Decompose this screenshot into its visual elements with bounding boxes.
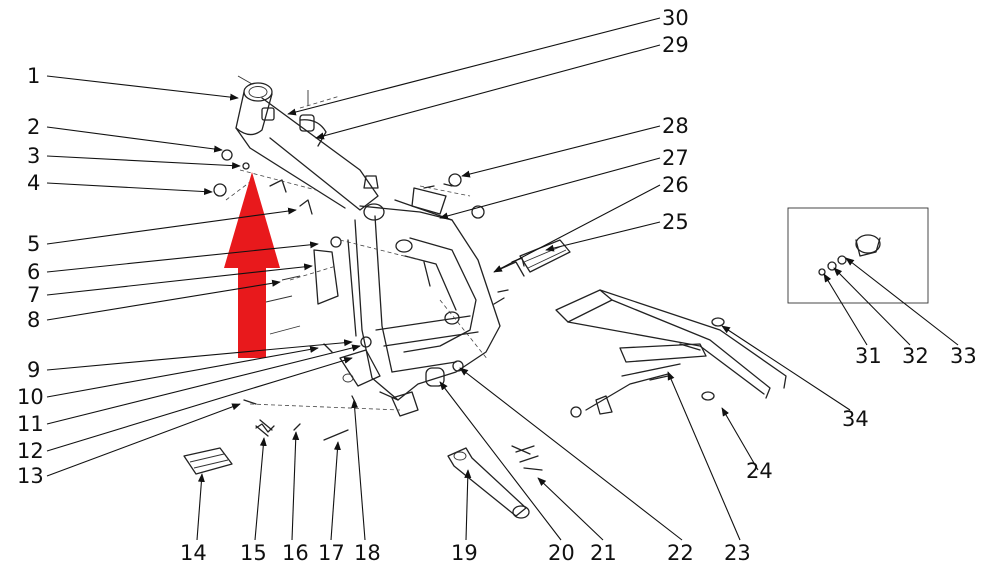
callout-26: 26 [662, 173, 689, 197]
callout-32: 32 [902, 344, 929, 368]
callout-3: 3 [27, 144, 40, 168]
right-footpeg [511, 239, 571, 273]
callout-numbers: 1 2 3 4 5 6 7 8 9 10 11 12 13 14 15 16 1… [17, 6, 977, 565]
main-frame [235, 82, 501, 417]
callout-13: 13 [17, 464, 44, 488]
callout-27: 27 [662, 146, 689, 170]
callout-12: 12 [17, 439, 44, 463]
callout-20: 20 [548, 541, 575, 565]
callout-14: 14 [180, 541, 207, 565]
callout-15: 15 [240, 541, 267, 565]
callout-33: 33 [950, 344, 977, 368]
left-footpeg [183, 447, 233, 475]
callout-16: 16 [282, 541, 309, 565]
callout-9: 9 [27, 358, 40, 382]
detail-box [787, 207, 929, 304]
callout-31: 31 [855, 344, 882, 368]
side-stand [447, 447, 530, 519]
callout-7: 7 [27, 283, 40, 307]
callout-1: 1 [27, 64, 40, 88]
callout-34: 34 [842, 407, 869, 431]
callout-2: 2 [27, 115, 40, 139]
callout-11: 11 [17, 412, 44, 436]
callout-22: 22 [667, 541, 694, 565]
callout-28: 28 [662, 114, 689, 138]
rear-subframe [555, 289, 787, 418]
callout-24: 24 [746, 459, 773, 483]
callout-17: 17 [318, 541, 345, 565]
callout-5: 5 [27, 232, 40, 256]
red-up-arrow [224, 172, 280, 358]
callout-21: 21 [590, 541, 617, 565]
callout-25: 25 [662, 210, 689, 234]
leader-lines [46, 17, 959, 541]
callout-29: 29 [662, 33, 689, 57]
callout-23: 23 [724, 541, 751, 565]
frame-hardware [213, 75, 525, 441]
callout-8: 8 [27, 308, 40, 332]
callout-10: 10 [17, 385, 44, 409]
callout-19: 19 [451, 541, 478, 565]
callout-4: 4 [27, 171, 40, 195]
alignment-lines [225, 95, 489, 411]
callout-18: 18 [354, 541, 381, 565]
springs [255, 423, 543, 471]
callout-30: 30 [662, 6, 689, 30]
callout-6: 6 [27, 260, 40, 284]
